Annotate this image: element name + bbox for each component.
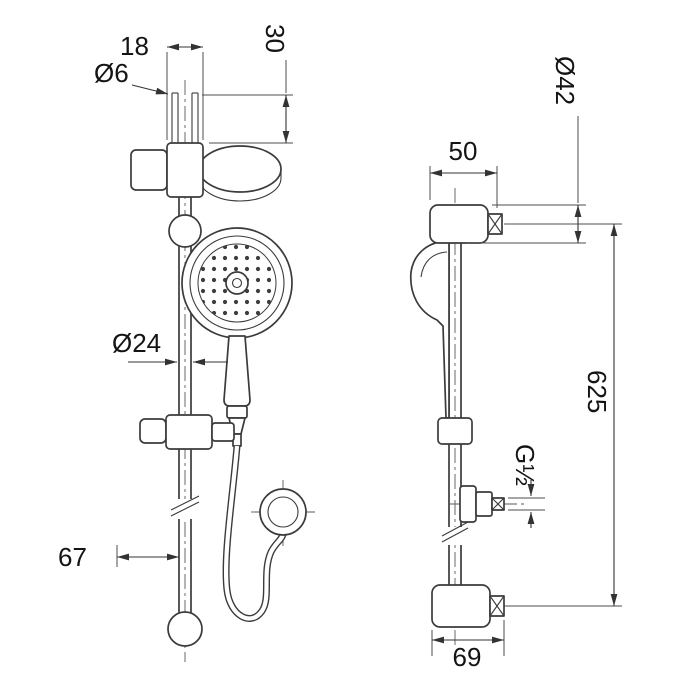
slider-side <box>437 417 473 445</box>
dim-top-height-label: 30 <box>260 24 290 53</box>
dim-top-depth-label: 50 <box>449 136 478 166</box>
dim-bottom-depth-label: 69 <box>453 642 482 672</box>
dim-cap-diameter: Ø42 <box>466 56 586 244</box>
dim-thread-size: G½ <box>508 444 545 528</box>
dim-cap-diameter-label: Ø42 <box>550 56 580 105</box>
dim-thread-size-label: G½ <box>510 444 540 486</box>
top-knob <box>168 214 202 248</box>
wall-union-front <box>259 488 307 536</box>
dim-bottom-offset: 67 <box>58 542 179 572</box>
front-view <box>130 80 315 662</box>
bar-break-front <box>170 495 200 519</box>
side-view <box>409 188 528 648</box>
supply-fitting-side <box>459 485 505 523</box>
bar-break-side <box>441 521 469 545</box>
shower-hose <box>222 445 287 622</box>
dim-pipe-diameter: Ø6 <box>94 58 169 95</box>
top-elbow-side <box>429 204 503 244</box>
dim-top-height: 30 <box>202 24 293 144</box>
dim-pipe-diameter-label: Ø6 <box>94 58 129 88</box>
shower-head-side <box>409 240 450 419</box>
dim-pipe-spacing-label: 18 <box>120 31 149 61</box>
bottom-knob <box>167 611 203 647</box>
side-dimensions: 50 Ø42 625 G½ 69 <box>429 56 622 672</box>
dim-bar-diameter-label: Ø24 <box>112 328 161 358</box>
dim-bar-length-label: 625 <box>582 370 612 413</box>
dim-bar-length: 625 <box>506 223 622 607</box>
supply-pipes <box>171 92 199 144</box>
shower-head-front <box>181 227 293 339</box>
front-dimensions: 18 Ø6 30 Ø24 67 <box>58 24 293 572</box>
holder-body-block <box>166 142 204 198</box>
dim-pipe-spacing: 18 <box>120 31 204 140</box>
dim-top-depth: 50 <box>429 136 498 208</box>
holder-left-block <box>130 149 168 191</box>
holder-ring <box>198 145 282 202</box>
slider-bracket-front <box>139 414 235 450</box>
dim-bottom-depth: 69 <box>431 620 505 672</box>
bottom-bracket-side <box>431 584 505 628</box>
dim-bar-diameter: Ø24 <box>112 328 228 366</box>
dim-bottom-offset-label: 67 <box>58 542 87 572</box>
